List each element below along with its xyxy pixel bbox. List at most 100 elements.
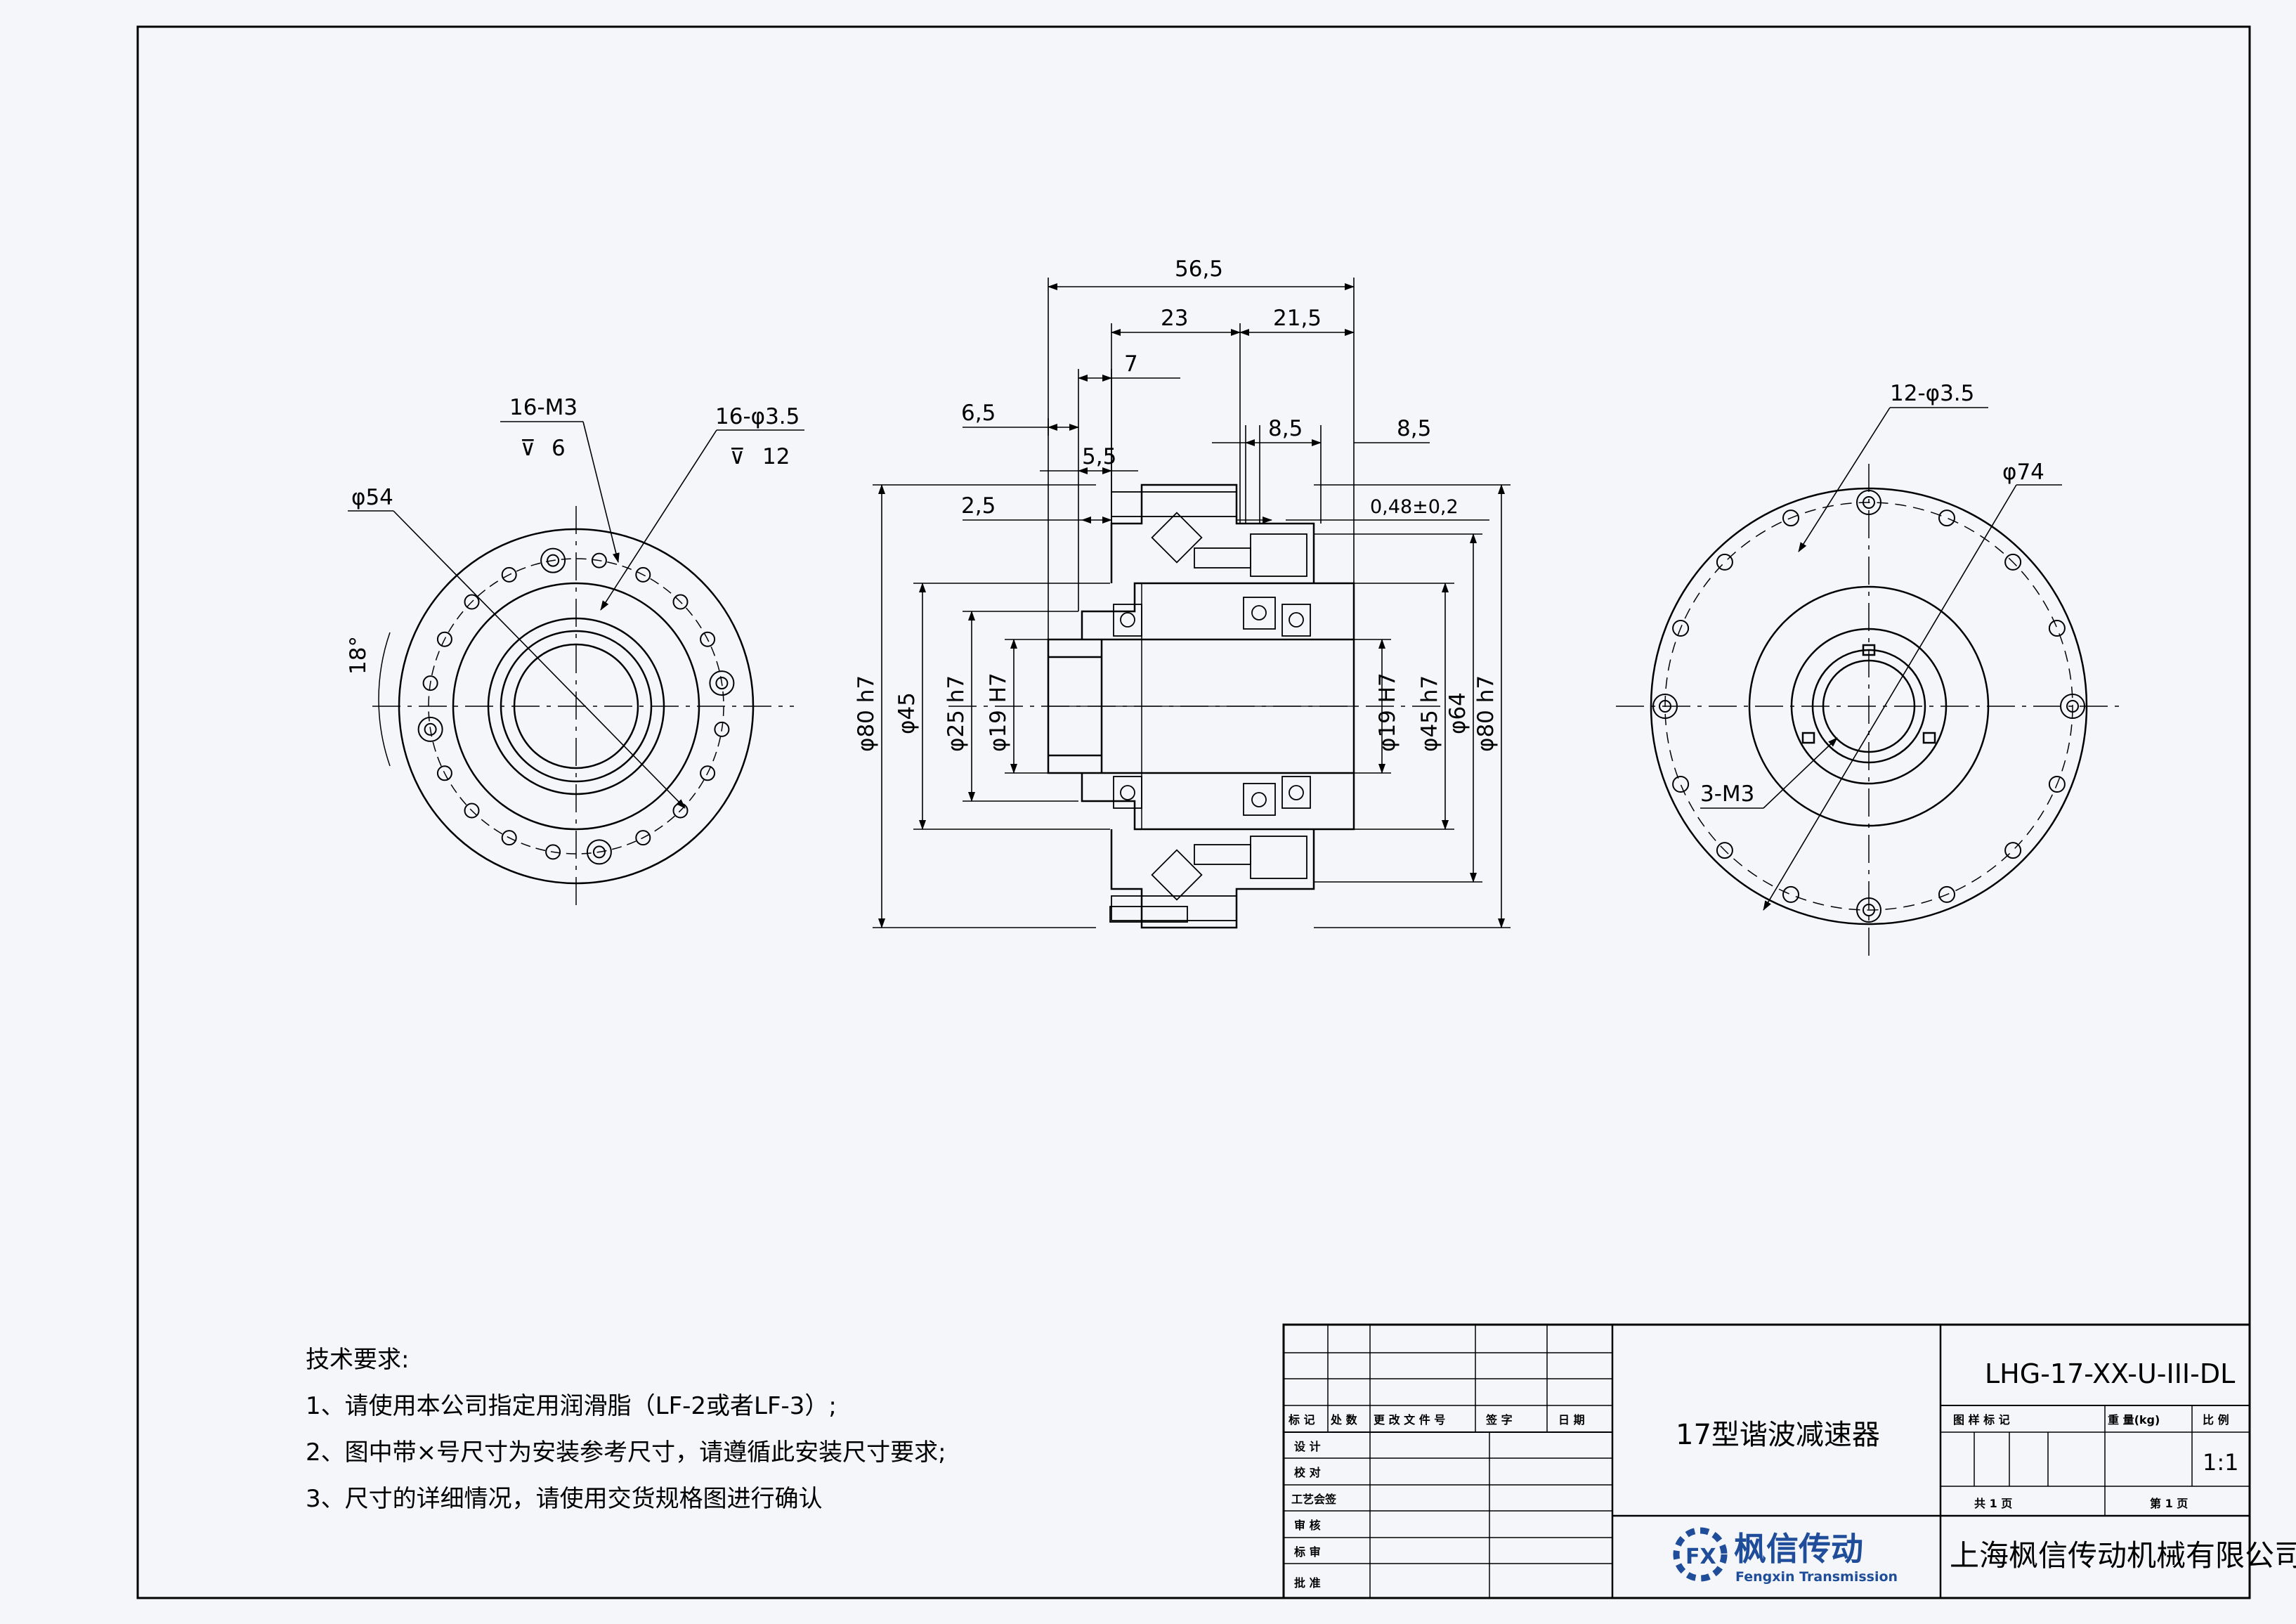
dim-phi80h7-right: φ80 h7 (1473, 675, 1499, 752)
bolt-hole (422, 675, 438, 691)
dim-12-holes: 12-φ3.5 (1890, 381, 1974, 406)
bolt-hole (700, 765, 716, 781)
dim-phi19H7-right: φ19 H7 (1375, 673, 1400, 752)
dim-tol-0-48: 0,48±0,2 (1370, 496, 1459, 518)
bolt-hole (586, 839, 612, 865)
bolt-hole (635, 830, 651, 846)
logo-cn: 枫信传动 (1734, 1530, 1863, 1568)
dim-8-5-a: 8,5 (1268, 416, 1303, 441)
bolt-hole (2066, 700, 2079, 713)
dim-phi54: φ54 (351, 485, 393, 510)
dim-phi45h7: φ45 h7 (1417, 675, 1442, 752)
dim-21-5: 21,5 (1273, 306, 1322, 331)
drawing-title: 17型谐波减速器 (1676, 1419, 1880, 1451)
bolt-hole (436, 765, 452, 781)
bolt-hole (715, 677, 729, 690)
bolt-hole (417, 716, 443, 742)
label-page-no: 第 1 页 (2150, 1497, 2188, 1510)
left-bolt-holes (417, 547, 735, 865)
dim-5-5: 5,5 (1082, 444, 1116, 469)
technical-requirements: 技术要求: 1、请使用本公司指定用润滑脂（LF-2或者LF-3）; 2、图中带×… (306, 1346, 946, 1513)
scale-value: 1:1 (2203, 1449, 2239, 1476)
section-dims: 56,5 23 21,5 7 6,5 5,5 8,5 8,5 2,5 0,48±… (854, 256, 1499, 752)
label-total-pages: 共 1 页 (1974, 1497, 2012, 1510)
label-weight: 重 量(kg) (2108, 1413, 2160, 1427)
bolt-hole (2048, 776, 2066, 793)
bolt-hole (1938, 509, 1955, 527)
bolt-hole (1856, 897, 1881, 923)
bolt-hole (2048, 620, 2066, 637)
left-view-leaders (348, 421, 804, 809)
drawing-frame (136, 25, 2251, 1599)
bolt-hole (591, 552, 607, 569)
right-bolt-holes (1652, 490, 2085, 923)
bolt-hole (436, 631, 452, 647)
bolt-hole (1652, 694, 1678, 719)
dim-phi64: φ64 (1445, 692, 1470, 734)
left-side-view (372, 506, 794, 907)
dim-7: 7 (1124, 351, 1138, 377)
label-review: 审 核 (1294, 1519, 1321, 1532)
bolt-hole (1863, 904, 1875, 916)
left-view-dims: φ54 16-M3 ⊽ 6 16-φ3.5 ⊽ 12 18° (346, 395, 800, 675)
company-logo: FX 枫信传动 Fengxin Transmission (1673, 1527, 1898, 1585)
label-process: 工艺会签 (1291, 1493, 1337, 1506)
dim-thru-holes: 16-φ3.5 (715, 404, 800, 429)
tech-notes-heading: 技术要求: (306, 1346, 409, 1374)
title-block-labels: 标 记 处 数 更 改 文 件 号 签 字 日 期 设 计 校 对 工艺会签 审… (1288, 1358, 2296, 1590)
bolt-hole (1659, 700, 1671, 713)
bolt-hole (464, 803, 480, 819)
dim-phi80h7-left: φ80 h7 (854, 675, 879, 752)
logo-en: Fengxin Transmission (1735, 1569, 1898, 1585)
label-check: 校 对 (1294, 1466, 1321, 1479)
title-block (1282, 1323, 2251, 1599)
company-name: 上海枫信传动机械有限公司 (1950, 1538, 2296, 1573)
label-stage-mark: 图 样 标 记 (1953, 1413, 2010, 1427)
bolt-hole (501, 566, 517, 583)
dim-angle: 18° (346, 636, 371, 675)
dim-tap-holes: 16-M3 (509, 395, 578, 420)
bolt-hole (1672, 620, 1690, 637)
tech-note-line: 3、尺寸的详细情况，请使用交货规格图进行确认 (306, 1485, 823, 1513)
bolt-hole (592, 845, 606, 859)
dim-tap-depth: 6 (552, 436, 566, 461)
dim-3-m3: 3-M3 (1700, 781, 1754, 807)
part-number: LHG-17-XX-U-III-DL (1985, 1358, 2235, 1389)
dim-phi19H7-left: φ19 H7 (986, 673, 1011, 752)
label-mark: 标 记 (1288, 1413, 1315, 1427)
bolt-hole (714, 721, 730, 737)
dim-8-5-b: 8,5 (1397, 416, 1431, 441)
right-side-view (1616, 464, 2122, 963)
bolt-hole (545, 844, 561, 860)
dim-6-5: 6,5 (961, 401, 996, 426)
dim-2-5: 2,5 (961, 493, 996, 519)
bolt-hole (1863, 496, 1875, 509)
bolt-hole (2060, 694, 2085, 719)
bolt-hole (424, 722, 437, 736)
bolt-hole (1672, 776, 1690, 793)
section-dim-lines (873, 278, 1511, 928)
dim-phi25h7: φ25 h7 (944, 675, 969, 752)
gear-icon (1673, 1527, 1728, 1582)
right-view-leaders (1700, 407, 2062, 911)
bolt-hole (1938, 885, 1955, 903)
bolt-hole (464, 594, 480, 610)
tech-note-line: 1、请使用本公司指定用润滑脂（LF-2或者LF-3）; (306, 1392, 837, 1420)
bolt-hole (700, 631, 716, 647)
bolt-hole (547, 554, 560, 567)
tech-note-line: 2、图中带×号尺寸为安装参考尺寸，请遵循此安装尺寸要求; (306, 1438, 946, 1467)
bolt-hole (2004, 842, 2022, 859)
bolt-hole (672, 594, 689, 610)
bolt-hole (635, 566, 651, 583)
bolt-hole (1716, 842, 1733, 859)
bolt-hole (540, 547, 566, 573)
bolt-hole (501, 830, 517, 846)
dim-thru-depth: 12 (762, 444, 790, 469)
label-approve: 批 准 (1294, 1576, 1321, 1590)
label-sign: 签 字 (1485, 1413, 1513, 1427)
bolt-hole (1716, 553, 1733, 571)
bolt-hole (1782, 509, 1799, 527)
bolt-hole (2004, 553, 2022, 571)
dim-23: 23 (1161, 306, 1188, 331)
